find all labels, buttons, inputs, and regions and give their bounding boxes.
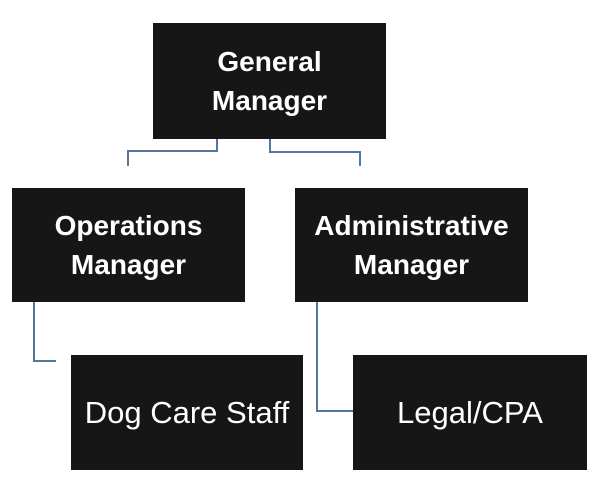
connector-segment [127, 150, 218, 152]
connector-segment [216, 139, 218, 152]
connector-segment [127, 150, 129, 166]
org-box-label-line: Legal/CPA [397, 394, 543, 430]
org-box-dog-care-staff[interactable]: Dog Care Staff [71, 355, 303, 470]
org-box-label-line: Manager [70, 249, 187, 280]
org-box-label-line: Dog Care Staff [84, 394, 290, 430]
connector-segment [359, 151, 361, 166]
org-box-administrative-manager[interactable]: Administrative Manager [295, 188, 528, 302]
org-box-legal-cpa[interactable]: Legal/CPA [353, 355, 587, 470]
connector-segment [316, 302, 318, 412]
org-box-label-line: Operations [54, 210, 203, 241]
org-box-general-manager[interactable]: General Manager [153, 23, 386, 139]
org-box-operations-manager[interactable]: Operations Manager [12, 188, 245, 302]
connector-segment [316, 410, 354, 412]
connector-segment [33, 302, 35, 362]
connector-segment [33, 360, 56, 362]
org-box-label-line: General [217, 46, 322, 77]
connector-segment [269, 151, 361, 153]
connector-segment [269, 139, 271, 153]
org-box-label-line: Administrative [314, 210, 509, 241]
org-box-label-line: Manager [211, 85, 328, 116]
org-box-label-line: Manager [353, 249, 470, 280]
